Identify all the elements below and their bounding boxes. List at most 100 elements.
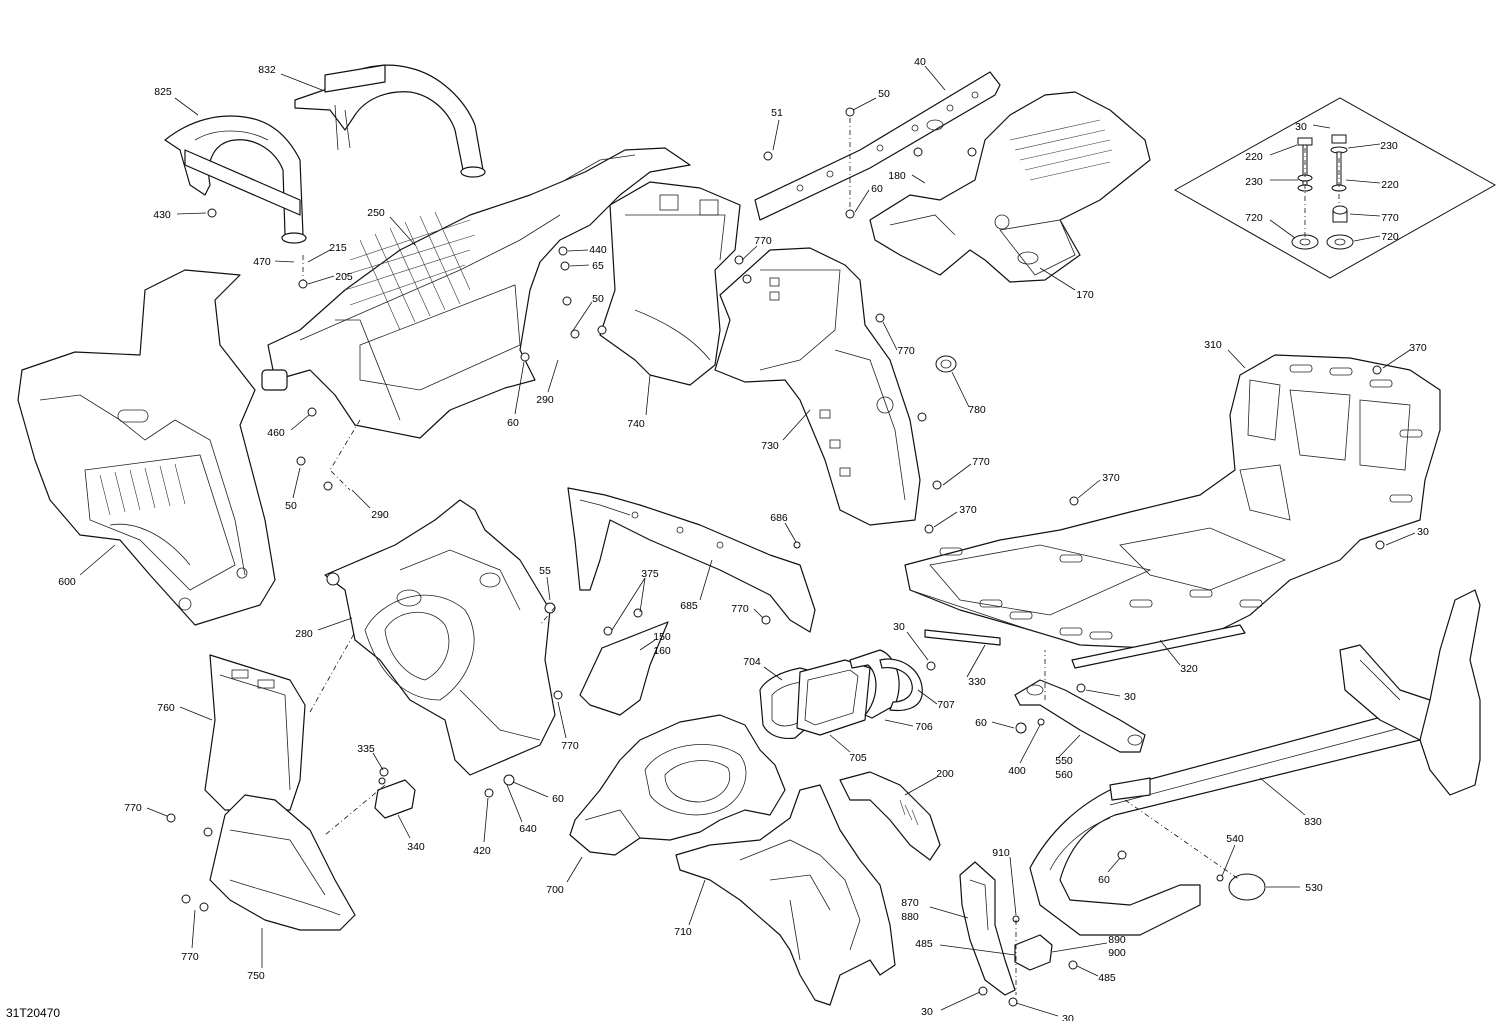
part-600-side-panel	[17, 269, 276, 626]
callout-706: 706	[915, 721, 933, 733]
callout-330: 330	[968, 676, 986, 688]
callout-720: 720	[1245, 212, 1263, 224]
callout-710: 710	[674, 926, 692, 938]
callout-720: 720	[1381, 231, 1399, 243]
callout-730: 730	[761, 440, 779, 452]
callout-60: 60	[975, 717, 987, 729]
callout-540: 540	[1226, 833, 1244, 845]
callout-890: 890	[1108, 934, 1126, 946]
callout-370: 370	[1102, 472, 1120, 484]
callout-470: 470	[253, 256, 271, 268]
callout-335: 335	[357, 743, 375, 755]
callout-685: 685	[680, 600, 698, 612]
part-150-flap	[579, 621, 669, 716]
callout-870: 870	[901, 897, 919, 909]
callout-220: 220	[1245, 151, 1263, 163]
part-320-rail	[1071, 624, 1246, 669]
callout-55: 55	[539, 565, 551, 577]
callout-750: 750	[247, 970, 265, 982]
callout-550: 550	[1055, 755, 1073, 767]
callout-30: 30	[1295, 121, 1307, 133]
callout-220: 220	[1381, 179, 1399, 191]
callout-370: 370	[959, 504, 977, 516]
callout-30: 30	[1124, 691, 1136, 703]
callout-700: 700	[546, 884, 564, 896]
part-700-pod	[569, 714, 786, 856]
callout-170: 170	[1076, 289, 1094, 301]
callout-290: 290	[536, 394, 554, 406]
callout-770: 770	[561, 740, 579, 752]
callout-460: 460	[267, 427, 285, 439]
callout-375: 375	[641, 568, 659, 580]
callout-50: 50	[878, 88, 890, 100]
callout-60: 60	[507, 417, 519, 429]
part-730-side-panel	[714, 247, 921, 526]
callout-230: 230	[1380, 140, 1398, 152]
callout-150: 150	[653, 631, 671, 643]
callout-910: 910	[992, 847, 1010, 859]
callout-320: 320	[1180, 663, 1198, 675]
callout-40: 40	[914, 56, 926, 68]
callout-290: 290	[371, 509, 389, 521]
callout-770: 770	[1381, 212, 1399, 224]
callout-60: 60	[1098, 874, 1110, 886]
callout-280: 280	[295, 628, 313, 640]
callout-60: 60	[871, 183, 883, 195]
callout-780: 780	[968, 404, 986, 416]
callout-230: 230	[1245, 176, 1263, 188]
callout-770: 770	[731, 603, 749, 615]
callout-560: 560	[1055, 769, 1073, 781]
part-340-bracket	[374, 779, 416, 819]
callout-labels: 8258324302154702052504406550290604605029…	[58, 56, 1429, 1021]
part-40-cross-bar	[754, 71, 1001, 221]
callout-60: 60	[552, 793, 564, 805]
part-740-inner-fender	[597, 181, 741, 386]
callout-770: 770	[897, 345, 915, 357]
callout-600: 600	[58, 576, 76, 588]
callout-50: 50	[592, 293, 604, 305]
callout-400: 400	[1008, 765, 1026, 777]
callout-340: 340	[407, 841, 425, 853]
callout-705: 705	[849, 752, 867, 764]
callout-420: 420	[473, 845, 491, 857]
hardware-inset-box	[1173, 97, 1497, 279]
callout-440: 440	[589, 244, 607, 256]
part-685-bracket	[567, 487, 816, 633]
part-705-gauge-frame	[796, 659, 871, 736]
part-830-bumper	[1029, 589, 1481, 936]
callout-250: 250	[367, 207, 385, 219]
callout-30: 30	[1062, 1013, 1074, 1021]
callout-770: 770	[124, 802, 142, 814]
callout-760: 760	[157, 702, 175, 714]
part-310-rear-rack	[904, 354, 1441, 649]
part-870-bracket	[959, 861, 1016, 996]
callout-530: 530	[1305, 882, 1323, 894]
callout-485: 485	[915, 938, 933, 950]
callout-30: 30	[1417, 526, 1429, 538]
callout-830: 830	[1304, 816, 1322, 828]
part-825-front-tube	[164, 115, 307, 244]
part-760-fender-panel	[204, 654, 306, 811]
callout-640: 640	[519, 823, 537, 835]
part-750-lower-fender	[209, 794, 356, 931]
callout-770: 770	[181, 951, 199, 963]
part-200-cover	[839, 771, 941, 861]
hardware-fasteners	[166, 107, 1385, 1007]
callout-30: 30	[893, 621, 905, 633]
part-530-cap	[1228, 873, 1266, 901]
callout-832: 832	[258, 64, 276, 76]
part-707-ring	[879, 658, 923, 712]
callout-825: 825	[154, 86, 172, 98]
part-250-front-body	[261, 147, 691, 439]
part-550-strut	[1014, 679, 1146, 753]
callout-707: 707	[937, 699, 955, 711]
callout-50: 50	[285, 500, 297, 512]
callout-160: 160	[653, 645, 671, 657]
callout-200: 200	[936, 768, 954, 780]
part-710-lower-panel	[675, 784, 896, 1006]
callout-485: 485	[1098, 972, 1116, 984]
part-170-rear-module	[869, 91, 1151, 283]
callout-430: 430	[153, 209, 171, 221]
callout-770: 770	[754, 235, 772, 247]
